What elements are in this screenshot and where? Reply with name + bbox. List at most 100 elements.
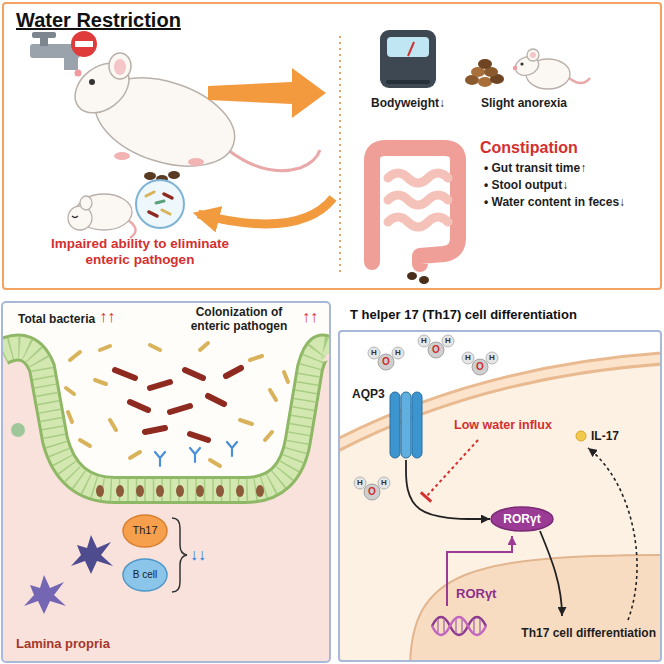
water-molecule [418, 335, 430, 347]
mouse [65, 53, 320, 182]
antibody [190, 448, 200, 462]
bullet-item: • Stool output↓ [484, 178, 568, 192]
decrease-arrows: ↓↓ [190, 545, 206, 564]
aquaporin-subunit [401, 392, 411, 458]
hydrogen-atom: H [465, 353, 471, 363]
sleeping-mouse [72, 216, 78, 218]
crypt-cells [96, 485, 104, 497]
inhibition-label: Low water influx [454, 418, 552, 433]
gut-label: Total bacteria [18, 312, 95, 326]
mouse [228, 150, 320, 171]
commensal-bacteria [70, 352, 80, 360]
gene-label: RORγt [456, 586, 496, 602]
intestinal-crypt [3, 348, 329, 490]
bacteria-circle [149, 212, 157, 216]
scale-icon [386, 80, 430, 84]
antibody [227, 442, 237, 456]
bracket [172, 518, 187, 592]
signal-arrow [406, 460, 490, 519]
protein-label: RORγt [503, 512, 540, 526]
outcome-label: Th17 cell differentiation [521, 626, 656, 640]
enteric-pathogen [115, 368, 241, 440]
cell-membrane [339, 358, 661, 449]
scale-icon [387, 37, 429, 57]
water-molecule [378, 354, 394, 370]
commensal-bacteria [265, 432, 272, 440]
sleeping-mouse [80, 196, 92, 210]
water-molecule [428, 342, 444, 358]
big-arrow [208, 68, 326, 118]
intestinal-crypt [3, 348, 329, 490]
hydrogen-atom: H [371, 348, 377, 358]
faucet [71, 31, 97, 57]
effect-label: Slight anorexia [481, 96, 567, 110]
intestine [388, 195, 448, 205]
water-molecule [486, 352, 498, 364]
outcome-label: Impaired ability to eliminate enteric pa… [30, 236, 250, 268]
hydrogen-atom: H [445, 336, 451, 346]
gut-panel-border [2, 302, 330, 662]
intestine [388, 217, 448, 227]
crypt-cells [176, 485, 184, 497]
hydrogen-atom: H [421, 336, 427, 346]
crypt-cells [196, 485, 204, 497]
cell-outline [491, 507, 553, 531]
dna-helix [455, 619, 457, 633]
bacteria-circle [136, 180, 184, 228]
mouse [188, 158, 204, 166]
cytokine-dot [576, 431, 586, 441]
scale-icon [380, 30, 436, 88]
food-pellets [478, 59, 492, 69]
dna-helix [473, 619, 475, 633]
dna-helix [479, 619, 481, 633]
oxygen-atom: O [368, 486, 376, 498]
commensal-bacteria [80, 440, 90, 446]
enteric-pathogen [170, 406, 190, 412]
faucet [32, 32, 56, 38]
hydrogen-atom: H [357, 478, 363, 488]
crypt-cells [136, 485, 144, 497]
enteric-pathogen [226, 368, 241, 376]
crypt-cells [96, 485, 264, 497]
dna-helix [432, 617, 486, 635]
faucet [64, 56, 78, 70]
gut-panel-ground [2, 302, 330, 662]
commensal-bacteria [130, 452, 140, 458]
dendritic-cell [24, 575, 66, 614]
bacteria-circle [136, 180, 184, 228]
small-mouse [527, 49, 539, 61]
food-pellets [465, 59, 504, 87]
cell-outline [123, 559, 167, 591]
sleeping-mouse [128, 220, 136, 238]
feces-pellets [168, 171, 180, 179]
oxygen-atom: O [432, 344, 440, 356]
bacteria-circle [146, 192, 154, 196]
aquaporin-subunit [390, 392, 400, 458]
bacteria-circle [162, 210, 170, 214]
commensal-bacteria [110, 420, 116, 430]
scale-icon [408, 42, 414, 56]
cell-label: B cell [133, 569, 157, 581]
faucet [75, 41, 93, 47]
increase-arrows: ↑↑ [302, 307, 318, 326]
th17-cell: Th17 [122, 514, 168, 548]
commensal-bacteria [250, 356, 262, 360]
crypt-cells [236, 485, 244, 497]
commensal-bacteria [240, 420, 252, 424]
transcription-arrow [447, 536, 512, 606]
water-molecule [392, 347, 404, 359]
cell-outline [123, 515, 167, 547]
region-label: Lamina propria [16, 636, 110, 652]
enteric-pathogen [115, 370, 135, 378]
intestine [388, 173, 448, 183]
epithelial-immune-cell [11, 423, 25, 437]
oxygen-atom: O [476, 361, 484, 373]
effect-label: Bodyweight↓ [371, 96, 445, 110]
curved-arrow [198, 198, 333, 224]
small-mouse [530, 52, 536, 58]
mouse [114, 59, 126, 75]
small-mouse [520, 62, 523, 65]
enteric-pathogen [150, 382, 170, 388]
enteric-pathogen [208, 396, 224, 404]
bullet-item: • Water content in feces↓ [484, 195, 625, 209]
